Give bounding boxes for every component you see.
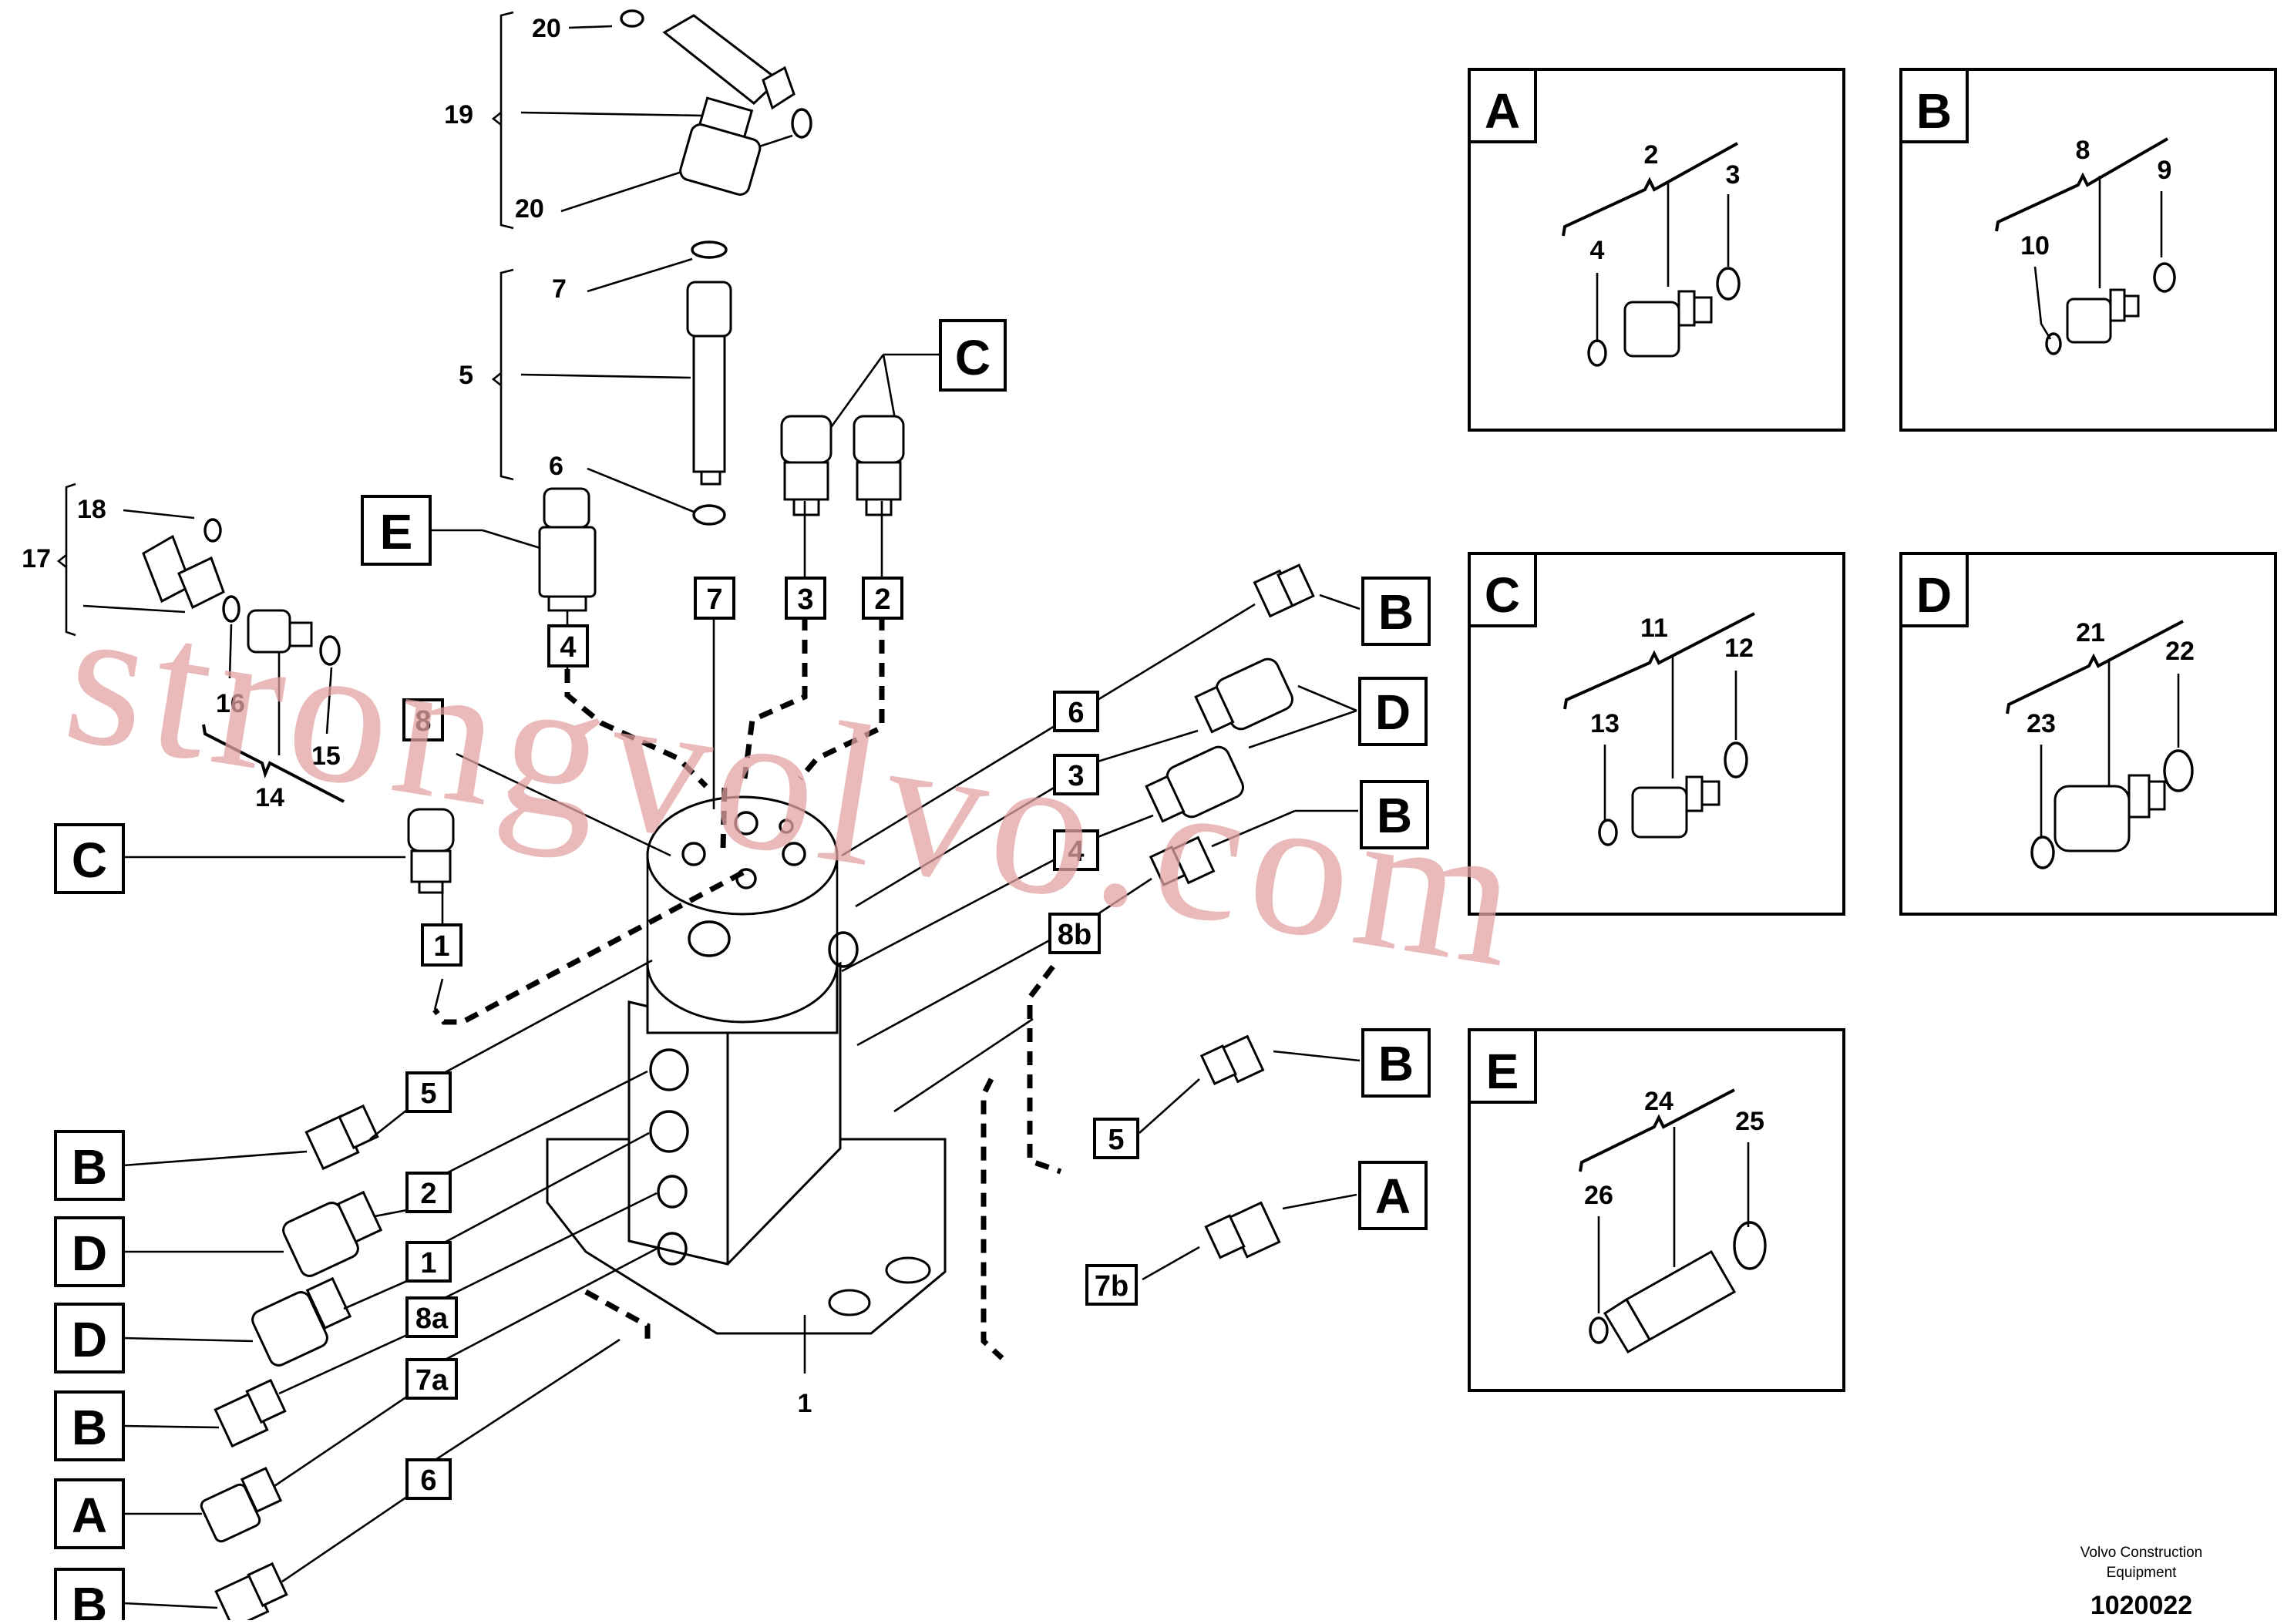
svg-text:C: C <box>72 832 107 888</box>
label-1-left: 1 <box>433 930 449 963</box>
inset-a: A 2 3 4 <box>1468 68 1845 432</box>
box-b-left-3: B <box>72 1577 107 1620</box>
label-5-left: 5 <box>420 1078 436 1110</box>
left-connectors <box>200 1104 383 1624</box>
svg-text:C: C <box>955 330 991 385</box>
box-b-right-1: B <box>1378 584 1414 640</box>
inset-a-o-ring <box>1716 267 1741 301</box>
svg-text:20: 20 <box>515 194 544 224</box>
drawing-number: 1020022 <box>2090 1591 2192 1620</box>
label-5-right: 5 <box>1108 1124 1124 1156</box>
svg-text:8: 8 <box>2076 136 2090 165</box>
label-1-left-low: 1 <box>420 1247 436 1279</box>
svg-text:24: 24 <box>1644 1087 1673 1116</box>
fitting-14 <box>247 609 313 654</box>
label-3-right: 3 <box>1068 760 1084 792</box>
group-17-elbow: 18 17 16 15 14 <box>22 482 345 812</box>
box-d-right: D <box>1375 684 1411 740</box>
box-b-right-2: B <box>1377 788 1412 843</box>
inset-a-o-ring-small <box>1587 339 1607 367</box>
inset-b-fitting <box>2066 288 2140 344</box>
box-b-left-2: B <box>72 1400 107 1455</box>
right-connectors <box>1145 563 1315 1259</box>
fitting-c-right <box>853 415 905 516</box>
svg-text:15: 15 <box>311 741 341 771</box>
label-6-right: 6 <box>1068 697 1084 729</box>
box-a-right: A <box>1375 1168 1411 1224</box>
svg-text:2: 2 <box>1644 140 1659 170</box>
svg-text:22: 22 <box>2165 637 2195 666</box>
inset-b-label: B <box>1916 83 1952 139</box>
group-5-tube: 7 5 6 <box>459 240 732 526</box>
box-d-left-2: D <box>72 1312 107 1367</box>
label-8: 8 <box>415 705 431 738</box>
svg-text:16: 16 <box>216 689 245 718</box>
inset-e-label: E <box>1486 1044 1519 1099</box>
svg-text:3: 3 <box>1726 160 1741 190</box>
inset-a-fitting <box>1623 290 1713 358</box>
label-8b: 8b <box>1058 919 1092 951</box>
inset-e-fitting <box>1603 1249 1737 1354</box>
svg-text:7: 7 <box>552 274 567 304</box>
svg-text:19: 19 <box>444 100 473 129</box>
inset-c-fitting <box>1631 775 1720 839</box>
inset-c-label: C <box>1485 567 1520 623</box>
left-leaders <box>123 959 658 1609</box>
label-7b: 7b <box>1095 1270 1128 1303</box>
svg-text:5: 5 <box>459 361 473 390</box>
svg-text:20: 20 <box>532 14 561 43</box>
label-3-top: 3 <box>797 583 813 616</box>
inset-b: B 8 9 10 <box>1899 68 2277 432</box>
box-d-left-1: D <box>72 1226 107 1281</box>
svg-text:14: 14 <box>255 783 284 812</box>
hose-lines <box>432 593 1062 1360</box>
svg-text:12: 12 <box>1724 634 1754 663</box>
label-4-right: 4 <box>1068 836 1084 868</box>
box-e-main: E <box>361 487 597 612</box>
svg-text:17: 17 <box>22 544 51 573</box>
label-7a: 7a <box>415 1364 449 1397</box>
footer-company-line2: Equipment <box>2107 1565 2178 1581</box>
svg-text:E: E <box>380 504 413 560</box>
svg-text:23: 23 <box>2027 709 2056 738</box>
svg-text:18: 18 <box>77 495 106 524</box>
svg-text:10: 10 <box>2020 231 2050 261</box>
label-2-top: 2 <box>874 583 890 616</box>
label-4-top: 4 <box>560 631 576 664</box>
svg-text:6: 6 <box>549 452 563 481</box>
box-b-left-1: B <box>72 1139 107 1195</box>
inset-d: D 21 22 23 <box>1899 552 2277 916</box>
label-2-left: 2 <box>420 1178 436 1210</box>
box-c-top: C <box>780 319 1007 516</box>
svg-text:4: 4 <box>1590 236 1605 265</box>
label-7-top: 7 <box>706 583 722 616</box>
inset-d-fitting <box>2054 774 2166 852</box>
fitting-c-left <box>780 415 832 516</box>
svg-text:21: 21 <box>2076 618 2105 647</box>
box-c-left: C <box>54 808 455 925</box>
group-19-tee: 20 19 20 <box>444 9 812 230</box>
inset-d-label: D <box>1916 567 1952 623</box>
svg-text:11: 11 <box>1640 614 1668 643</box>
label-8a: 8a <box>415 1303 449 1335</box>
box-a-left: A <box>72 1488 107 1543</box>
callout-1: 1 <box>798 1389 812 1418</box>
inset-a-label: A <box>1485 83 1520 139</box>
inset-c: C 11 12 13 <box>1468 552 1845 916</box>
box-b-right-3: B <box>1378 1036 1414 1091</box>
inset-e: E 24 25 26 <box>1468 1028 1845 1392</box>
svg-text:26: 26 <box>1584 1181 1613 1210</box>
label-6-left: 6 <box>420 1464 436 1497</box>
svg-text:13: 13 <box>1590 709 1620 738</box>
swivel-joint-body <box>546 795 947 1335</box>
footer-company-line1: Volvo Construction <box>2080 1545 2202 1561</box>
svg-text:9: 9 <box>2158 156 2172 185</box>
svg-text:25: 25 <box>1735 1107 1764 1136</box>
